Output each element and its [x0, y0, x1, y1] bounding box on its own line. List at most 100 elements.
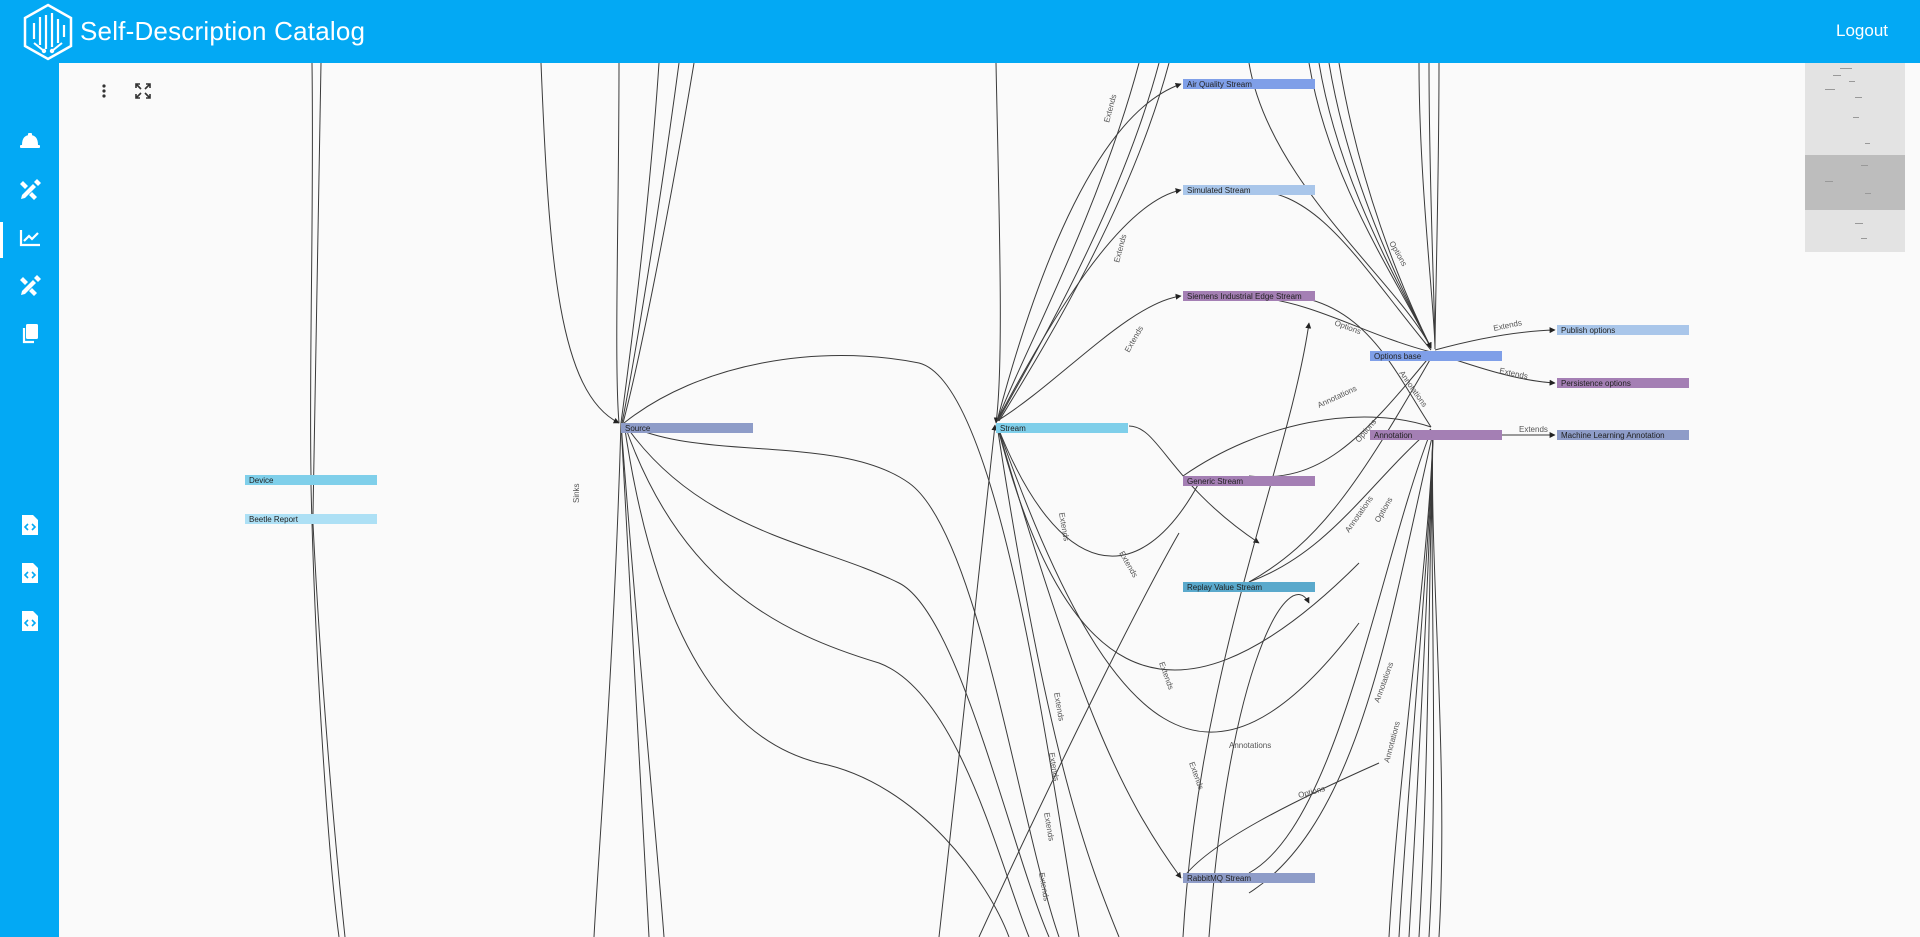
graph-node-mlann[interactable]: Machine Learning Annotation	[1557, 430, 1689, 440]
chart-line-icon	[19, 229, 41, 252]
graph-edge	[310, 484, 340, 937]
app-title: Self-Description Catalog	[80, 16, 366, 46]
edge-label: Extends	[1157, 661, 1175, 691]
graph-edge	[1418, 63, 1436, 350]
graph-edge	[1128, 425, 1260, 544]
graph-edge	[998, 63, 1170, 422]
edge-label: Extends	[1493, 318, 1523, 333]
graph-edge	[1408, 432, 1436, 937]
graph-edge	[996, 293, 1182, 422]
sidebar	[0, 63, 59, 937]
graph-node-beetle[interactable]: Beetle Report	[245, 514, 377, 524]
graph-node-label: RabbitMQ Stream	[1187, 874, 1251, 883]
graph-node-publish[interactable]: Publish options	[1557, 325, 1689, 335]
graph-node-stream[interactable]: Stream	[996, 423, 1128, 433]
sidebar-item-infrastructure[interactable]	[0, 123, 59, 163]
graph-node-label: Replay Value Stream	[1187, 583, 1262, 592]
graph-edge	[996, 63, 1140, 422]
graph-node-source[interactable]: Source	[621, 423, 753, 433]
minimap-viewport[interactable]	[1805, 155, 1905, 210]
graph-edge	[623, 422, 1050, 937]
sidebar-item-documents[interactable]	[0, 316, 59, 356]
graph-edge	[622, 63, 695, 424]
graph-edge	[1318, 63, 1432, 349]
graph-edge	[540, 63, 620, 424]
pencil-ruler-icon	[19, 178, 41, 206]
graph-edge	[621, 63, 680, 424]
edge-label: Extends	[1519, 425, 1548, 434]
graph-node-replay[interactable]: Replay Value Stream	[1183, 582, 1315, 592]
graph-node-label: Siemens Industrial Edge Stream	[1187, 292, 1302, 301]
logout-button[interactable]: Logout	[1836, 21, 1888, 40]
graph-edge	[1248, 432, 1434, 894]
sidebar-item-file-code-3[interactable]	[0, 603, 59, 643]
graph-edge	[1182, 416, 1432, 477]
edge-label: Extends	[1042, 812, 1056, 842]
graph-node-sim[interactable]: Simulated Stream	[1183, 185, 1315, 195]
graph-edge	[1248, 357, 1432, 583]
graph-node-airq[interactable]: Air Quality Stream	[1183, 79, 1315, 89]
edge-label: Extends	[1117, 550, 1139, 580]
graph-edge	[996, 424, 1120, 937]
expand-arrows-icon	[135, 82, 151, 104]
graph-menu-button[interactable]	[96, 83, 112, 103]
graph-svg[interactable]: SinksExtendsExtendsExtendsExtendsExtends…	[59, 63, 1920, 937]
graph-node-label: Publish options	[1561, 326, 1615, 335]
graph-edge	[1428, 432, 1436, 937]
hard-hat-icon	[19, 132, 41, 155]
graph-edge	[623, 422, 1030, 937]
file-code-icon	[21, 562, 39, 589]
graph-node-siemens[interactable]: Siemens Industrial Edge Stream	[1183, 291, 1315, 301]
graph-edge	[1328, 63, 1432, 349]
graph-edge	[1248, 63, 1432, 349]
graph-edge	[620, 422, 650, 937]
file-code-icon	[21, 514, 39, 541]
graph-edge	[1208, 594, 1310, 937]
graph-edge	[996, 424, 1200, 557]
graph-edge	[1388, 432, 1436, 937]
fit-graph-button[interactable]	[133, 82, 153, 104]
edge-label: Extends	[1057, 512, 1071, 542]
graph-edge	[1418, 432, 1436, 937]
sidebar-item-file-code-2[interactable]	[0, 555, 59, 595]
graph-node-label: Air Quality Stream	[1187, 80, 1252, 89]
top-bar: Self-Description Catalog Logout	[0, 0, 1920, 63]
graph-edge	[996, 424, 1360, 733]
edge-label: Options	[1333, 318, 1362, 336]
graph-node-label: Simulated Stream	[1187, 186, 1251, 195]
edge-label: Extends	[1102, 93, 1118, 123]
graph-node-persist[interactable]: Persistence options	[1557, 378, 1689, 388]
graph-node-label: Beetle Report	[249, 515, 299, 524]
edge-label: Extends	[1112, 233, 1128, 263]
sidebar-item-design[interactable]	[0, 172, 59, 212]
graph-edge	[1308, 63, 1432, 349]
graph-node-label: Annotation	[1374, 431, 1412, 440]
graph-edge	[996, 424, 1182, 879]
graph-node-annotation[interactable]: Annotation	[1370, 430, 1502, 440]
graph-edge	[1248, 428, 1432, 583]
sidebar-item-file-code-1[interactable]	[0, 507, 59, 547]
graph-node-label: Source	[625, 424, 651, 433]
graph-edge	[978, 532, 1180, 937]
graph-node-generic[interactable]: Generic Stream	[1183, 476, 1315, 486]
graph-node-device[interactable]: Device	[245, 475, 377, 485]
edge-label: Extends	[1123, 324, 1145, 354]
graph-node-label: Device	[249, 476, 274, 485]
graph-minimap[interactable]	[1805, 63, 1905, 252]
edge-label: Extends	[1499, 366, 1529, 381]
graph-node-label: Options base	[1374, 352, 1422, 361]
graph-edge	[1248, 430, 1432, 874]
graph-edge	[623, 355, 1080, 937]
copy-icon	[21, 323, 39, 350]
graph-edge	[1398, 432, 1436, 937]
graph-node-label: Machine Learning Annotation	[1561, 431, 1665, 440]
graph-node-optbase[interactable]: Options base	[1370, 351, 1502, 361]
graph-node-rabbit[interactable]: RabbitMQ Stream	[1183, 873, 1315, 883]
graph-node-label: Stream	[1000, 424, 1026, 433]
graph-edge	[310, 63, 313, 476]
sidebar-item-analytics[interactable]	[0, 220, 59, 260]
graph-edge	[312, 523, 346, 937]
sidebar-item-design-2[interactable]	[0, 268, 59, 308]
graph-edge	[996, 424, 1360, 671]
